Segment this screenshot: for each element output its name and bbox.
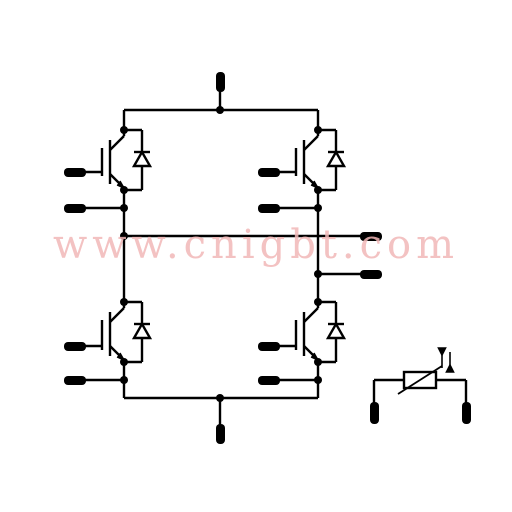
terminal-gate-top-right [258,168,280,177]
igbt-bottom-right [266,300,347,380]
terminal-emitter-bottom-right [258,376,280,385]
igbt-top-right [266,128,347,192]
igbt-bottom-left [74,300,153,380]
junction-dots [120,106,322,402]
terminal-ntc-1 [370,402,379,424]
terminal-gate-bottom-left [64,342,86,351]
terminals [64,72,471,444]
terminal-ntc-2 [462,402,471,424]
ntc-thermistor [372,347,468,406]
terminal-output-left [360,232,382,241]
right-leg-wiring [266,190,370,382]
dc-minus-rail [122,380,320,430]
terminal-emitter-top-right [258,204,280,213]
terminal-gate-bottom-right [258,342,280,351]
terminal-emitter-bottom-left [64,376,86,385]
terminal-emitter-top-left [64,204,86,213]
terminal-output-right [360,270,382,279]
terminal-dc-plus [216,72,225,92]
igbt-top-left [74,128,153,192]
terminal-dc-minus [216,424,225,444]
left-leg-wiring [74,190,370,382]
terminal-gate-top-left [64,168,86,177]
